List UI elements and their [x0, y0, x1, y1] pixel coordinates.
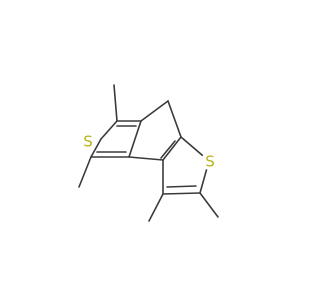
bond-ch2-c5a	[167, 100, 182, 138]
sulfur-atom-right: S	[205, 153, 215, 171]
bond-c7-c8-double	[166, 185, 197, 188]
methyl-c8	[148, 193, 164, 222]
bond-c4a-ch2	[140, 100, 169, 122]
methyl-c2	[113, 84, 118, 122]
bond-c7a-c4a	[128, 120, 142, 158]
bond-c7-c8	[162, 192, 201, 195]
sulfur-label-bg-right	[201, 152, 219, 170]
bond-s1-c1	[90, 138, 102, 158]
molecule-canvas: S S	[78, 84, 219, 222]
methyl-c7	[199, 192, 219, 218]
sulfur-atom-left: S	[83, 133, 93, 151]
methyl-c1	[78, 156, 92, 188]
bond-c5a-c8b-double	[160, 140, 176, 159]
sulfur-label-bg-left	[79, 132, 97, 150]
bond-c5a-c8b	[162, 136, 182, 161]
molecule-structure: S S	[78, 84, 219, 222]
bond-c8b-c7a	[128, 156, 164, 161]
bond-c2-s1	[100, 120, 118, 140]
